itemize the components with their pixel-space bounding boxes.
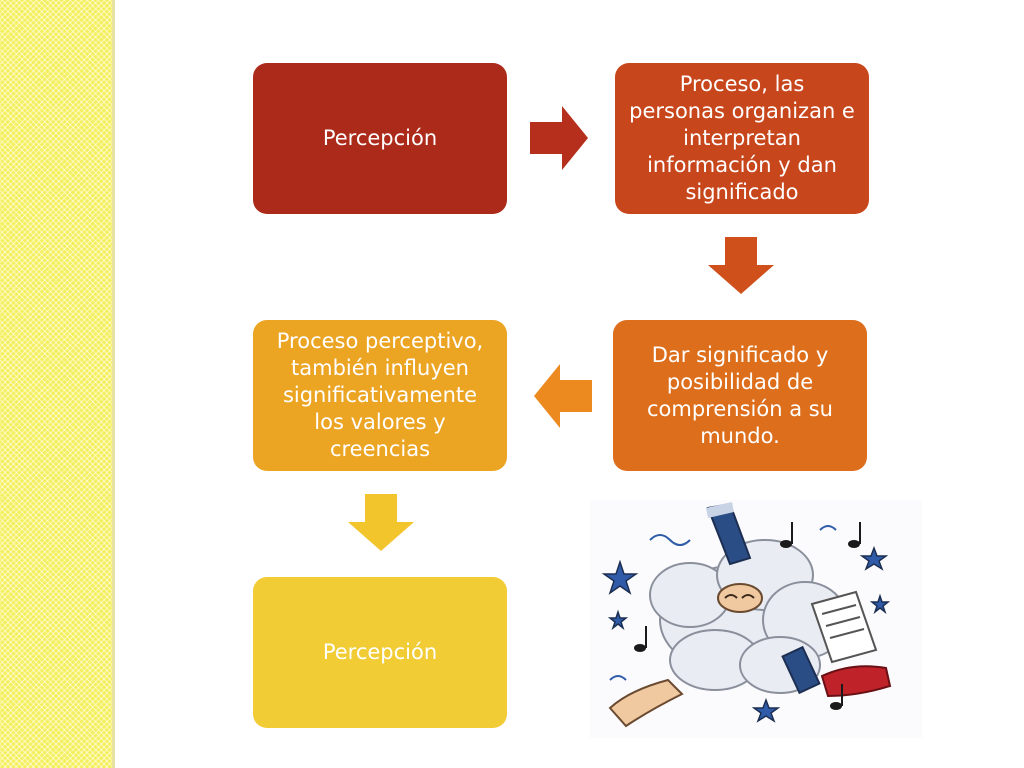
node-percepcion-bottom: Percepción bbox=[253, 577, 507, 728]
node-percepcion-top: Percepción bbox=[253, 63, 507, 214]
arrow-right-icon bbox=[530, 106, 588, 170]
arrow-down-icon bbox=[708, 237, 774, 294]
node-dar-significado: Dar significado y posibilidad de compren… bbox=[613, 320, 867, 471]
face-shape bbox=[717, 583, 763, 613]
decorative-side-band bbox=[0, 0, 112, 768]
node-label: Percepción bbox=[322, 640, 438, 664]
hand-shape bbox=[608, 678, 684, 728]
node-proceso-perceptivo: Proceso perceptivo, también influyen sig… bbox=[253, 320, 507, 471]
motion-lines bbox=[609, 525, 837, 681]
music-note-icons bbox=[634, 522, 861, 710]
leg-shape bbox=[781, 645, 892, 698]
node-label: Percepción bbox=[322, 126, 438, 150]
node-label: Proceso perceptivo, también influyen sig… bbox=[276, 329, 484, 461]
star-icons bbox=[601, 545, 891, 723]
side-band-divider bbox=[112, 0, 115, 768]
pencil-shape bbox=[706, 502, 752, 566]
node-label: Dar significado y posibilidad de compren… bbox=[647, 342, 833, 448]
node-proceso-organizan: Proceso, las personas organizan e interp… bbox=[615, 63, 869, 214]
arrow-down-icon bbox=[348, 494, 414, 551]
cartoon-thinker-brainstorm-icon bbox=[590, 500, 922, 738]
node-label: Proceso, las personas organizan e interp… bbox=[629, 72, 855, 204]
arrow-left-icon bbox=[534, 364, 592, 428]
paper-shape bbox=[810, 590, 878, 664]
